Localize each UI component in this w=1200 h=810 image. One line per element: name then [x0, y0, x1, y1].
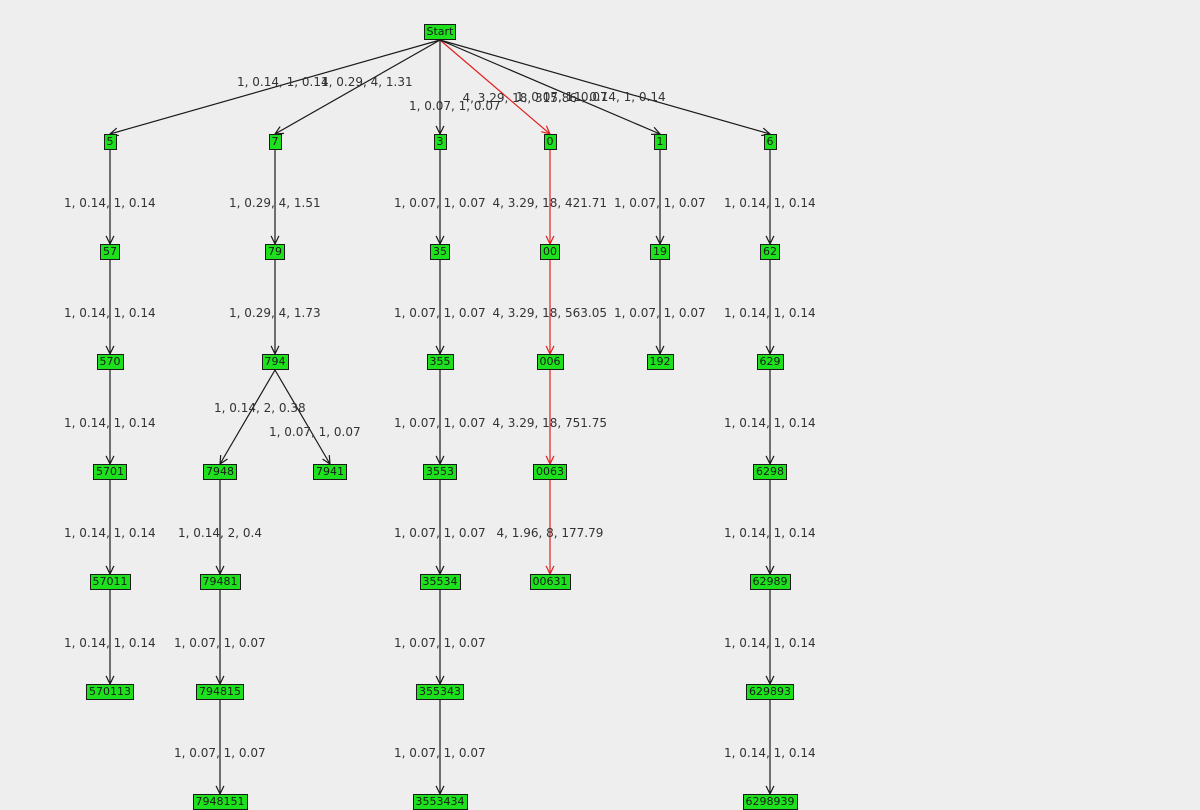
tree-node[interactable]: 7: [268, 134, 282, 150]
tree-node[interactable]: 35534: [419, 574, 461, 590]
tree-node[interactable]: 570113: [86, 684, 134, 700]
edge-label: 1, 0.14, 1, 0.14: [574, 90, 666, 104]
edge-label: 1, 0.29, 4, 1.31: [321, 75, 413, 89]
edge-label: 1, 0.07, 1, 0.07: [174, 636, 266, 650]
tree-node[interactable]: 1: [653, 134, 667, 150]
tree-node[interactable]: 6: [763, 134, 777, 150]
tree-node[interactable]: 5: [103, 134, 117, 150]
tree-node[interactable]: 794815: [196, 684, 244, 700]
tree-node[interactable]: 19: [650, 244, 670, 260]
edge-label: 1, 0.07, 1, 0.07: [394, 416, 486, 430]
tree-node[interactable]: 355: [426, 354, 454, 370]
tree-node[interactable]: 355343: [416, 684, 464, 700]
edge-label: 1, 0.14, 1, 0.14: [724, 746, 816, 760]
edge-label: 1, 0.07, 1, 0.07: [394, 196, 486, 210]
edge-label: 1, 0.14, 1, 0.14: [237, 75, 329, 89]
tree-node[interactable]: 79: [265, 244, 285, 260]
tree-node[interactable]: 35: [430, 244, 450, 260]
edge-label: 4, 3.29, 18, 563.05: [492, 306, 608, 320]
edge-label: 4, 3.29, 18, 421.71: [492, 196, 608, 210]
edge-label: 1, 0.14, 1, 0.14: [64, 416, 156, 430]
tree-node[interactable]: 3553: [423, 464, 457, 480]
tree-node[interactable]: Start: [423, 24, 457, 40]
tree-node[interactable]: 00631: [529, 574, 571, 590]
edge-label: 1, 0.14, 1, 0.14: [724, 526, 816, 540]
tree-node[interactable]: 0: [543, 134, 557, 150]
edge-label: 1, 0.14, 1, 0.14: [724, 636, 816, 650]
tree-node[interactable]: 7941: [313, 464, 347, 480]
tree-node[interactable]: 629: [756, 354, 784, 370]
tree-node[interactable]: 3553434: [412, 794, 468, 810]
edge-label: 1, 0.14, 1, 0.14: [724, 416, 816, 430]
edge-label: 1, 0.07, 1, 0.07: [614, 306, 706, 320]
edge-Start-1: [439, 39, 661, 135]
tree-node[interactable]: 62: [760, 244, 780, 260]
edge-Start-5: [109, 39, 441, 135]
edge-Start-0: [439, 39, 551, 135]
tree-node[interactable]: 192: [646, 354, 674, 370]
edge-label: 1, 0.14, 1, 0.14: [64, 196, 156, 210]
edge-label: 4, 3.29, 18, 751.75: [492, 416, 608, 430]
edge-Start-7: [274, 39, 441, 135]
arrowhead-794-7941: [322, 454, 331, 466]
edge-label: 1, 0.07, 1, 0.07: [394, 746, 486, 760]
edge-label: 1, 0.14, 1, 0.14: [64, 526, 156, 540]
tree-node[interactable]: 570: [96, 354, 124, 370]
edge-label: 1, 0.14, 1, 0.14: [724, 196, 816, 210]
tree-node[interactable]: 79481: [199, 574, 241, 590]
edge-label: 1, 0.07, 1, 0.07: [174, 746, 266, 760]
tree-node[interactable]: 629893: [746, 684, 794, 700]
tree-node[interactable]: 0063: [533, 464, 567, 480]
edge-label: 1, 0.07, 1, 0.07: [516, 90, 608, 104]
edge-label: 1, 0.07, 1, 0.07: [409, 99, 501, 113]
tree-node[interactable]: 7948151: [192, 794, 248, 810]
edge-label: 1, 0.14, 1, 0.14: [64, 306, 156, 320]
edge-label: 4, 1.96, 8, 177.79: [496, 526, 604, 540]
edge-label: 1, 0.29, 4, 1.73: [229, 306, 321, 320]
edge-label: 1, 0.07, 1, 0.07: [394, 636, 486, 650]
tree-node[interactable]: 6298: [753, 464, 787, 480]
tree-node[interactable]: 6298939: [742, 794, 798, 810]
edge-label: 1, 0.07, 1, 0.07: [394, 306, 486, 320]
edge-label: 1, 0.07, 1, 0.07: [614, 196, 706, 210]
edge-label: 4, 3.29, 18, 315.86: [462, 91, 578, 105]
tree-node[interactable]: 00: [540, 244, 560, 260]
edge-label: 1, 0.14, 2, 0.38: [214, 401, 306, 415]
tree-node[interactable]: 57011: [89, 574, 131, 590]
tree-node[interactable]: 3: [433, 134, 447, 150]
tree-node[interactable]: 7948: [203, 464, 237, 480]
tree-node[interactable]: 57: [100, 244, 120, 260]
edge-label: 1, 0.14, 2, 0.4: [178, 526, 262, 540]
edge-label: 1, 0.29, 4, 1.51: [229, 196, 321, 210]
arrowhead-794-7948: [219, 454, 228, 466]
tree-node[interactable]: 5701: [93, 464, 127, 480]
tree-node[interactable]: 006: [536, 354, 564, 370]
tree-node[interactable]: 62989: [749, 574, 791, 590]
edge-794-7941: [274, 369, 331, 465]
edge-794-7948: [219, 369, 276, 465]
edge-label: 1, 0.07, 1, 0.07: [269, 425, 361, 439]
edge-label: 1, 0.14, 1, 0.14: [64, 636, 156, 650]
edge-label: 1, 0.14, 1, 0.14: [724, 306, 816, 320]
edge-Start-6: [439, 39, 771, 135]
tree-node[interactable]: 794: [261, 354, 289, 370]
edge-label: 1, 0.07, 1, 0.07: [394, 526, 486, 540]
